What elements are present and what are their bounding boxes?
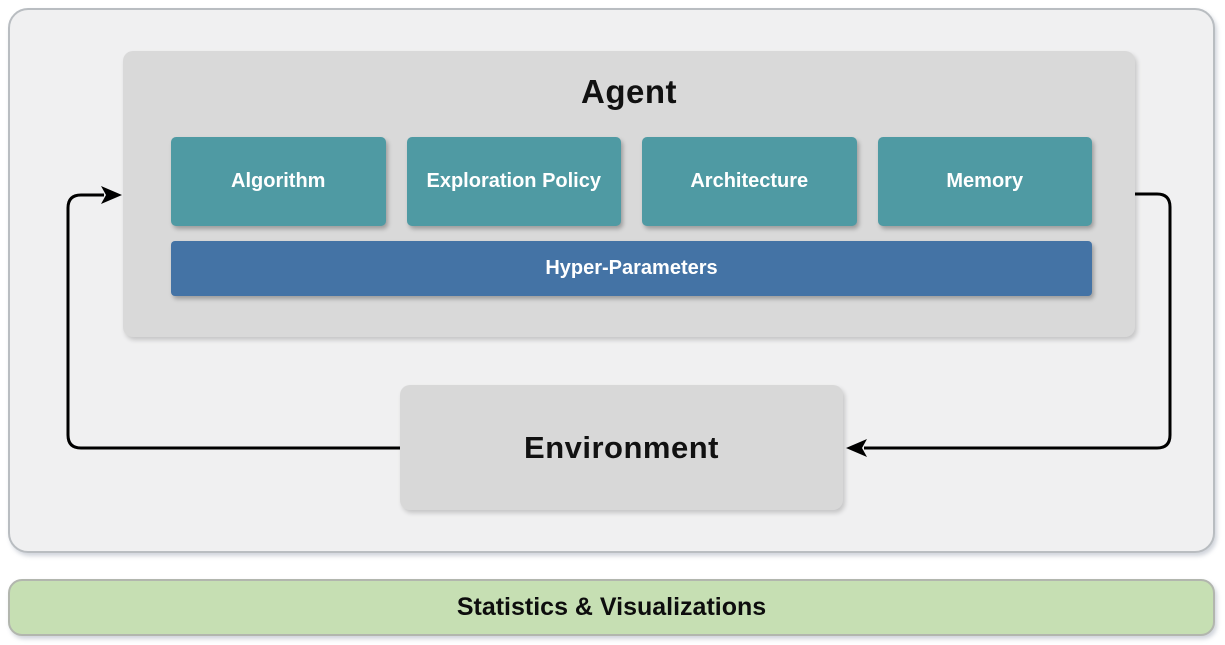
environment-label: Environment	[524, 429, 719, 465]
module-box-memory: Memory	[877, 137, 1092, 226]
agent-panel: Agent Algorithm Exploration Policy Archi…	[123, 51, 1135, 337]
module-label-exploration-policy: Exploration Policy	[426, 170, 601, 192]
module-box-exploration-policy: Exploration Policy	[406, 137, 621, 226]
module-label-memory: Memory	[946, 170, 1024, 192]
hyper-parameters-label: Hyper-Parameters	[545, 257, 718, 279]
module-label-algorithm: Algorithm	[231, 170, 326, 192]
agent-modules-row: Algorithm Exploration Policy Architectur…	[171, 137, 1092, 226]
module-label-architecture: Architecture	[690, 170, 809, 192]
statistics-visualizations-label: Statistics & Visualizations	[456, 593, 767, 621]
module-box-algorithm: Algorithm	[171, 137, 386, 226]
module-box-architecture: Architecture	[642, 137, 857, 226]
agent-title: Agent	[581, 73, 677, 110]
statistics-visualizations-bar: Statistics & Visualizations	[8, 579, 1215, 636]
hyper-parameters-bar: Hyper-Parameters	[171, 241, 1092, 296]
environment-box: Environment	[400, 385, 843, 510]
